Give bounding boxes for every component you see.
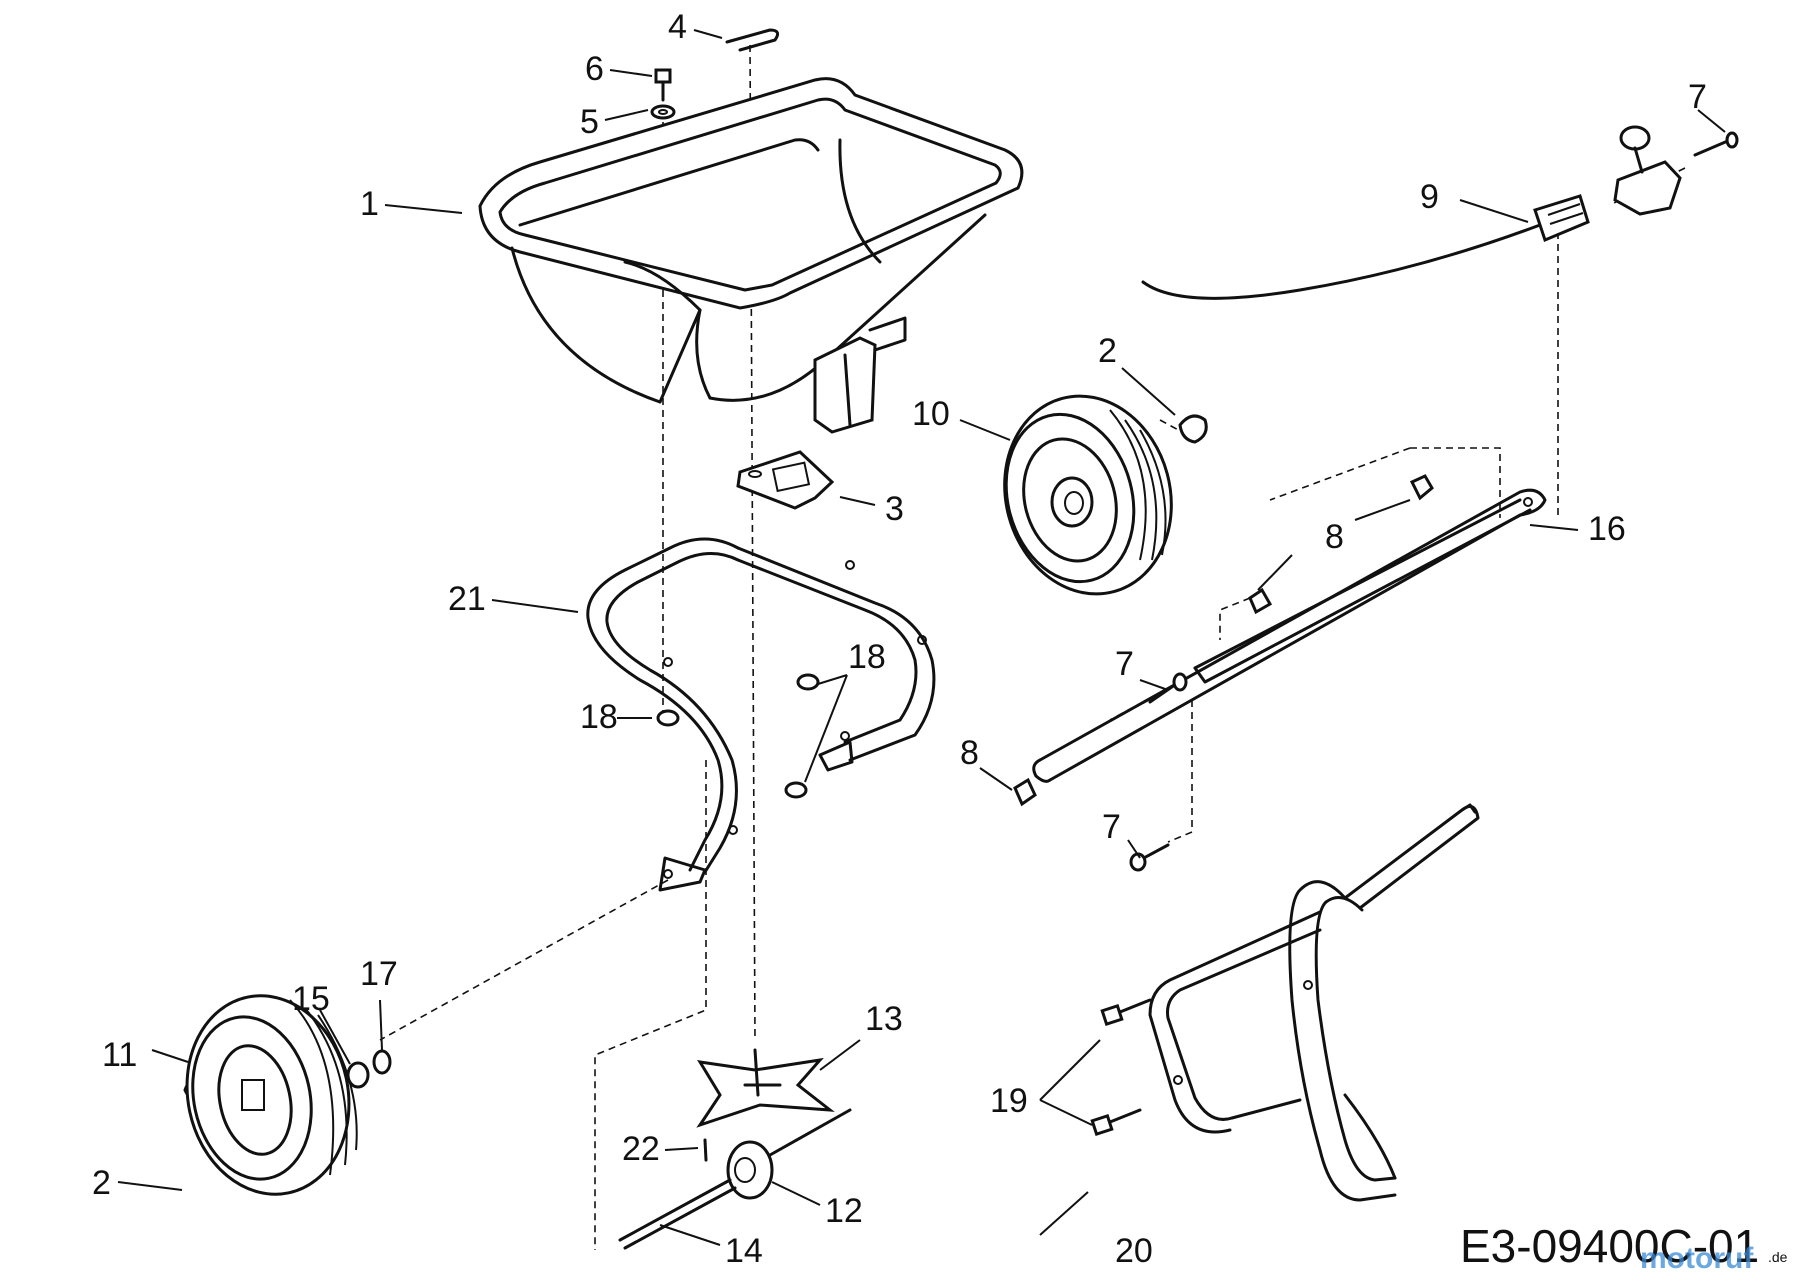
callout-14: 14 <box>725 1232 763 1270</box>
callout-5: 5 <box>580 103 599 141</box>
callout-labels: 1 5 6 4 3 21 18 18 10 2 8 16 9 7 7 8 7 1… <box>92 8 1707 1270</box>
callout-2b: 2 <box>92 1164 111 1202</box>
handle-tube-part-16 <box>1032 488 1547 783</box>
callout-18a: 18 <box>580 698 618 736</box>
wheel-part-11 <box>185 994 358 1196</box>
pin-part-4 <box>725 28 780 52</box>
bolt-part-7 <box>1129 131 1739 872</box>
pin-part-22 <box>703 1138 708 1162</box>
callout-2a: 2 <box>1098 332 1117 370</box>
washer-part-5 <box>650 104 676 120</box>
hopper-part-1 <box>478 77 1024 434</box>
bushing-part-15 <box>346 1061 370 1089</box>
plate-part-3 <box>736 450 835 510</box>
shaft-part-14 <box>618 1178 737 1250</box>
watermark-suffix: .de <box>1768 1249 1788 1265</box>
wing-nut-part-8 <box>1013 474 1434 807</box>
callout-16: 16 <box>1588 510 1626 548</box>
callout-22: 22 <box>622 1130 660 1168</box>
callout-4: 4 <box>668 8 687 46</box>
callout-10: 10 <box>912 395 950 433</box>
control-cable-part-9 <box>1141 125 1682 300</box>
callout-15: 15 <box>292 980 330 1018</box>
callout-13: 13 <box>865 1000 903 1038</box>
watermark: motoruf <box>1640 1242 1754 1272</box>
leader-lines <box>117 29 1726 1246</box>
nut-part-18 <box>656 673 820 799</box>
callout-8a: 8 <box>1325 518 1344 556</box>
callout-20: 20 <box>1115 1232 1153 1270</box>
nut-part-17 <box>372 1049 392 1075</box>
spinner-part-13 <box>696 1048 835 1128</box>
callout-1: 1 <box>360 185 379 223</box>
callout-11: 11 <box>102 1036 137 1074</box>
callout-7c: 7 <box>1102 808 1121 846</box>
bolt-part-6 <box>654 68 672 102</box>
callout-21: 21 <box>448 580 486 618</box>
gearbox-part-12 <box>726 1108 852 1200</box>
callout-19: 19 <box>990 1082 1028 1120</box>
callout-6: 6 <box>585 50 604 88</box>
callout-9: 9 <box>1420 178 1439 216</box>
callout-17: 17 <box>360 955 398 993</box>
callout-8b: 8 <box>960 734 979 772</box>
bolt-part-19 <box>1090 998 1152 1137</box>
drawing-code: E3-09400C-01 <box>1460 1220 1759 1272</box>
callout-7b: 7 <box>1115 645 1134 683</box>
callout-12: 12 <box>825 1192 863 1230</box>
callout-18b: 18 <box>848 638 886 676</box>
frame-part-21 <box>586 537 936 892</box>
handle-part-20 <box>1148 803 1480 1202</box>
callout-3: 3 <box>885 490 904 528</box>
wheel-part-10 <box>1003 394 1173 596</box>
callout-7a: 7 <box>1688 78 1707 116</box>
